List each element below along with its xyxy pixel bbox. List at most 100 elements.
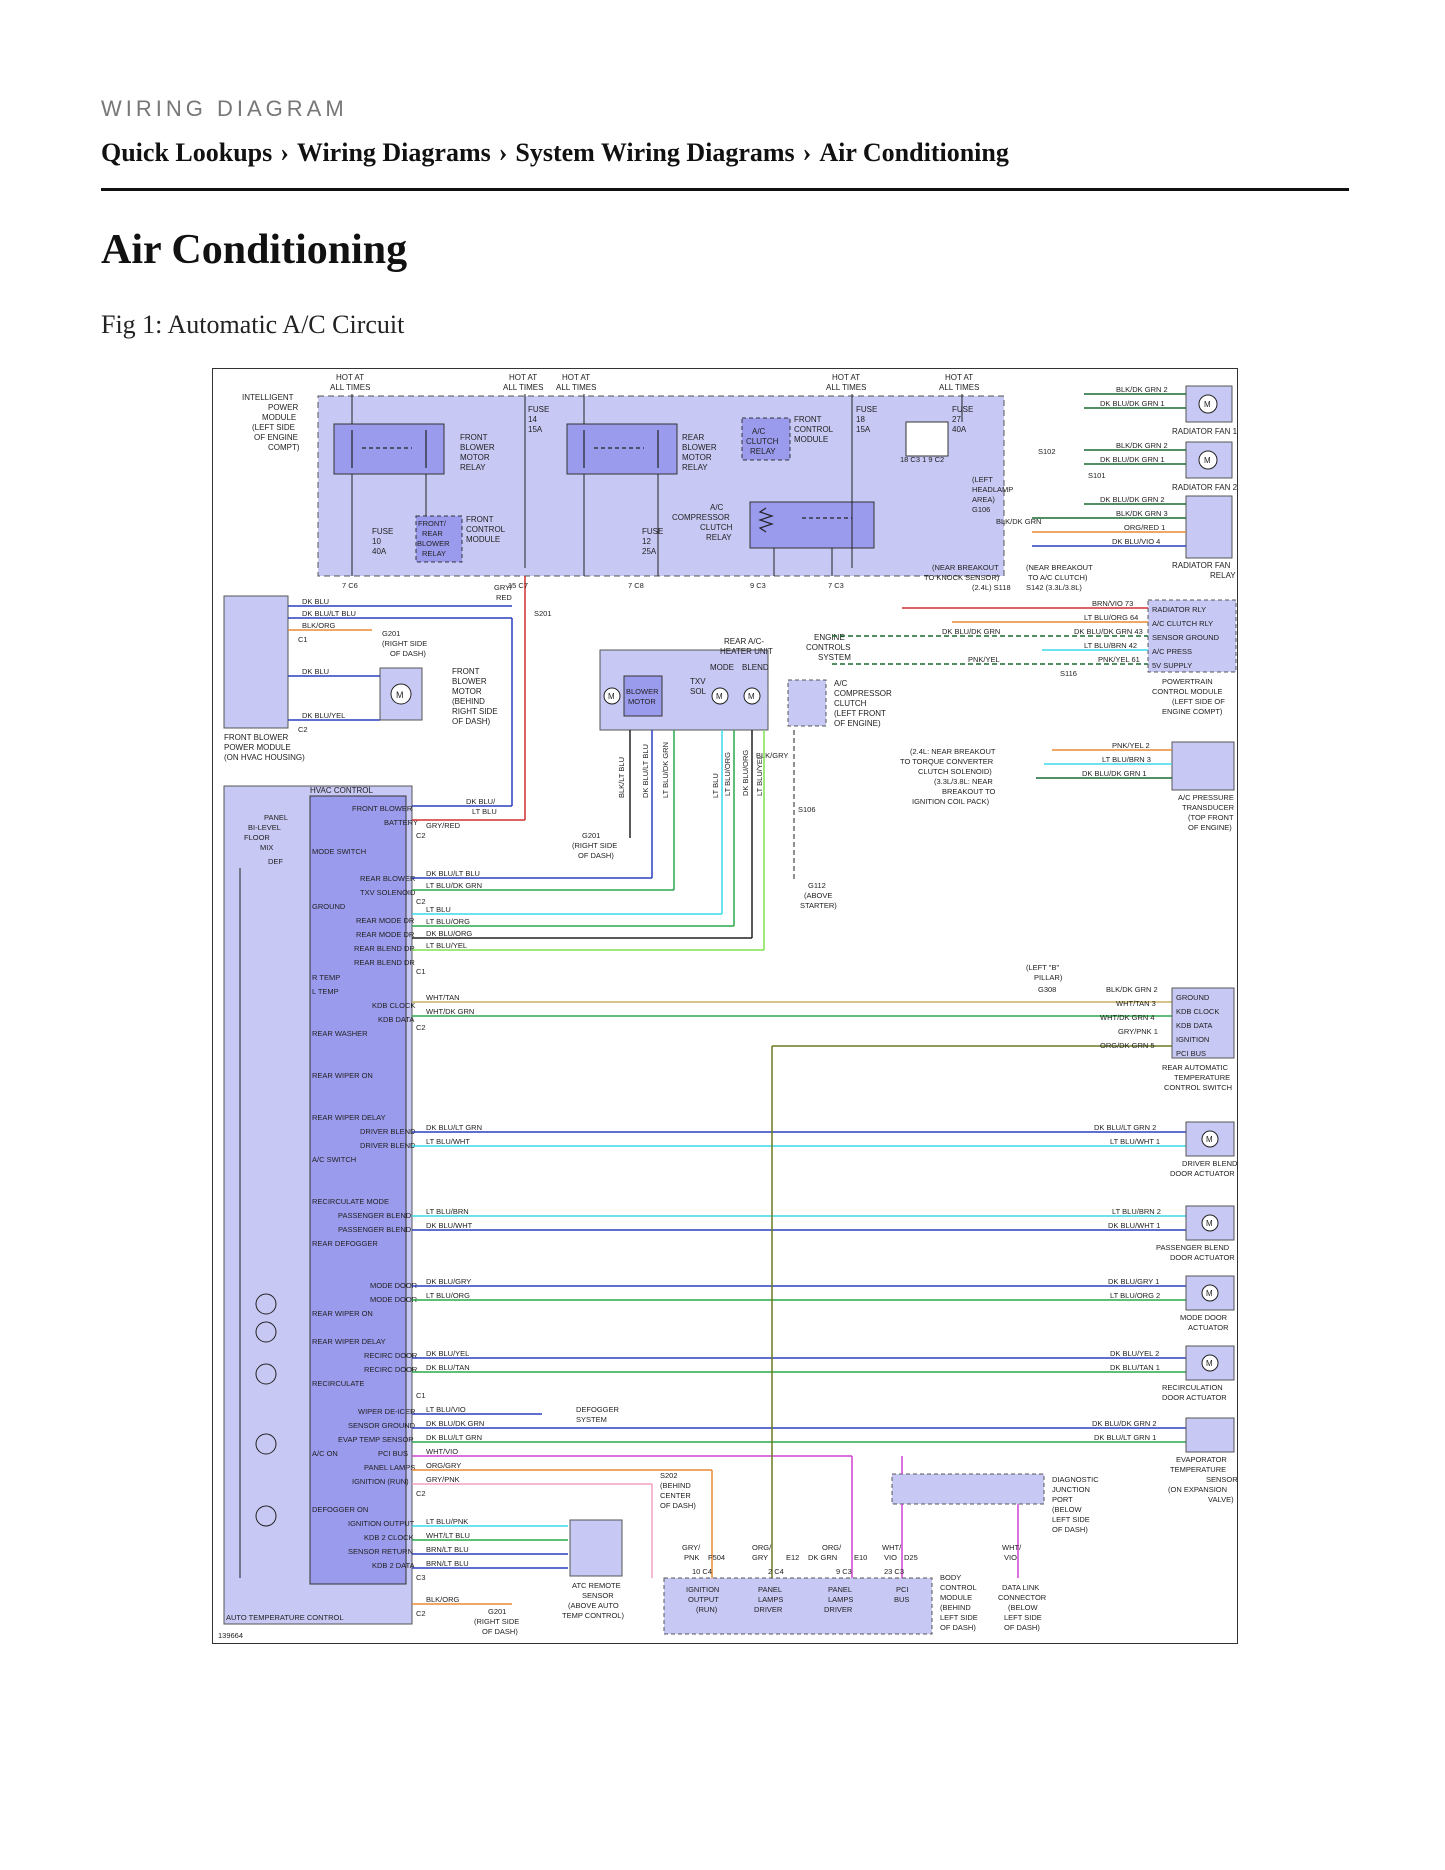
bcm-pins: IGNITION OUTPUT (RUN) PANEL LAMPS DRIVER… xyxy=(686,1585,909,1614)
svg-text:REAR MODE DR: REAR MODE DR xyxy=(356,916,415,925)
svg-text:BLK/DK GRN 3: BLK/DK GRN 3 xyxy=(1116,509,1168,518)
svg-text:C2: C2 xyxy=(298,725,308,734)
svg-text:C2: C2 xyxy=(416,1023,426,1032)
svg-text:LEFT SIDE: LEFT SIDE xyxy=(940,1613,978,1622)
svg-text:MODE SWITCH: MODE SWITCH xyxy=(312,847,366,856)
front-rear-blower-relay xyxy=(415,515,463,563)
svg-text:S116: S116 xyxy=(1060,669,1077,678)
svg-text:(2.4L) S118: (2.4L) S118 xyxy=(972,583,1011,592)
svg-text:CONTROL MODULE: CONTROL MODULE xyxy=(1152,687,1223,696)
svg-text:JUNCTION: JUNCTION xyxy=(1052,1485,1090,1494)
svg-text:(BEHIND: (BEHIND xyxy=(660,1481,691,1490)
svg-text:LT BLU/DK GRN: LT BLU/DK GRN xyxy=(426,881,482,890)
svg-text:DK GRN: DK GRN xyxy=(808,1553,837,1562)
svg-text:REAR: REAR xyxy=(422,529,443,538)
svg-text:A/C PRESS: A/C PRESS xyxy=(1152,647,1192,656)
svg-text:M: M xyxy=(608,692,615,701)
svg-text:PASSENGER BLEND: PASSENGER BLEND xyxy=(338,1211,412,1220)
svg-text:RECIRCULATE MODE: RECIRCULATE MODE xyxy=(312,1197,389,1206)
svg-text:POWER MODULE: POWER MODULE xyxy=(224,743,291,752)
svg-text:REAR AUTOMATIC: REAR AUTOMATIC xyxy=(1162,1063,1229,1072)
svg-text:C1: C1 xyxy=(416,967,426,976)
svg-text:IGNITION: IGNITION xyxy=(686,1585,719,1594)
svg-text:M: M xyxy=(1206,1219,1213,1228)
svg-text:WHT/: WHT/ xyxy=(882,1543,902,1552)
svg-text:WIPER DE-ICER: WIPER DE-ICER xyxy=(358,1407,416,1416)
svg-text:REAR DEFOGGER: REAR DEFOGGER xyxy=(312,1239,378,1248)
svg-text:BLOWER: BLOWER xyxy=(417,539,450,548)
svg-text:FRONT: FRONT xyxy=(452,667,480,676)
svg-text:BLOWER: BLOWER xyxy=(682,443,717,452)
svg-text:RELAY: RELAY xyxy=(1210,571,1236,580)
svg-text:TRANSDUCER: TRANSDUCER xyxy=(1182,803,1235,812)
svg-text:C1: C1 xyxy=(298,635,308,644)
svg-text:FUSE: FUSE xyxy=(952,405,973,414)
svg-text:STARTER): STARTER) xyxy=(800,901,837,910)
svg-text:G308: G308 xyxy=(1038,985,1056,994)
svg-text:SENSOR GROUND: SENSOR GROUND xyxy=(1152,633,1220,642)
svg-text:REAR WIPER DELAY: REAR WIPER DELAY xyxy=(312,1113,386,1122)
svg-text:F504: F504 xyxy=(708,1553,725,1562)
breadcrumb-item-wiring-diagrams[interactable]: Wiring Diagrams xyxy=(296,138,491,167)
svg-text:RADIATOR FAN 1: RADIATOR FAN 1 xyxy=(1172,427,1238,436)
svg-text:A/C: A/C xyxy=(834,679,848,688)
svg-text:BLOWER: BLOWER xyxy=(460,443,495,452)
svg-text:TEMP CONTROL): TEMP CONTROL) xyxy=(562,1611,624,1620)
svg-text:FUSE: FUSE xyxy=(372,527,393,536)
svg-text:SENSOR GROUND: SENSOR GROUND xyxy=(348,1421,416,1430)
svg-text:OF DASH): OF DASH) xyxy=(390,649,426,658)
svg-text:DK BLU/GRY: DK BLU/GRY xyxy=(426,1277,471,1286)
svg-text:LT BLU/ORG: LT BLU/ORG xyxy=(426,917,470,926)
svg-text:RELAY: RELAY xyxy=(422,549,446,558)
breadcrumb-item-quick-lookups[interactable]: Quick Lookups xyxy=(101,138,273,167)
svg-text:REAR MODE DR: REAR MODE DR xyxy=(356,930,415,939)
svg-text:AREA): AREA) xyxy=(972,495,995,504)
svg-text:(LEFT SIDE OF: (LEFT SIDE OF xyxy=(1172,697,1225,706)
svg-text:DRIVER: DRIVER xyxy=(754,1605,783,1614)
svg-text:DK BLU/DK GRN 1: DK BLU/DK GRN 1 xyxy=(1100,399,1165,408)
svg-text:A/C ON: A/C ON xyxy=(312,1449,338,1458)
breadcrumb-separator: › xyxy=(498,138,508,167)
svg-text:PANEL: PANEL xyxy=(264,813,288,822)
svg-text:MODULE: MODULE xyxy=(262,413,296,422)
svg-text:(LEFT "B": (LEFT "B" xyxy=(1026,963,1059,972)
svg-text:(BEHIND: (BEHIND xyxy=(452,697,485,706)
svg-text:(ABOVE AUTO: (ABOVE AUTO xyxy=(568,1601,619,1610)
breadcrumb-item-air-conditioning[interactable]: Air Conditioning xyxy=(819,138,1009,167)
svg-text:OF ENGINE: OF ENGINE xyxy=(254,433,298,442)
svg-text:LT BLU/YEL: LT BLU/YEL xyxy=(755,755,764,796)
breadcrumb-item-system-wiring-diagrams[interactable]: System Wiring Diagrams xyxy=(515,138,795,167)
svg-text:BODY: BODY xyxy=(940,1573,961,1582)
svg-text:7 C3: 7 C3 xyxy=(828,581,844,590)
front-blower-power-module xyxy=(223,595,289,729)
svg-text:ALL TIMES: ALL TIMES xyxy=(503,383,543,392)
svg-text:DOOR ACTUATOR: DOOR ACTUATOR xyxy=(1170,1169,1235,1178)
svg-text:BLK/DK GRN 2: BLK/DK GRN 2 xyxy=(1116,385,1168,394)
svg-text:TO TORQUE CONVERTER: TO TORQUE CONVERTER xyxy=(900,757,994,766)
svg-text:PASSENGER BLEND: PASSENGER BLEND xyxy=(338,1225,412,1234)
svg-text:18: 18 xyxy=(856,415,865,424)
svg-text:CLUTCH: CLUTCH xyxy=(700,523,733,532)
svg-text:RELAY: RELAY xyxy=(750,447,776,456)
svg-text:REAR BLEND DR: REAR BLEND DR xyxy=(354,944,415,953)
svg-text:LT BLU/PNK: LT BLU/PNK xyxy=(426,1517,468,1526)
svg-text:C2: C2 xyxy=(416,831,426,840)
svg-text:OF ENGINE): OF ENGINE) xyxy=(1188,823,1232,832)
svg-text:LT BLU/BRN: LT BLU/BRN xyxy=(426,1207,469,1216)
svg-text:IGNITION (RUN): IGNITION (RUN) xyxy=(352,1477,409,1486)
svg-text:DK BLU/LT GRN 1: DK BLU/LT GRN 1 xyxy=(1094,1433,1156,1442)
svg-text:PILLAR): PILLAR) xyxy=(1034,973,1063,982)
svg-text:GRY/PNK 1: GRY/PNK 1 xyxy=(1118,1027,1158,1036)
svg-text:5V SUPPLY: 5V SUPPLY xyxy=(1152,661,1192,670)
svg-text:CONTROL SWITCH: CONTROL SWITCH xyxy=(1164,1083,1232,1092)
svg-text:BLK/ORG: BLK/ORG xyxy=(302,621,336,630)
svg-text:DK BLU/GRY 1: DK BLU/GRY 1 xyxy=(1108,1277,1159,1286)
svg-text:BLK/LT BLU: BLK/LT BLU xyxy=(617,757,626,798)
svg-text:GRY/RED: GRY/RED xyxy=(426,821,461,830)
svg-text:OF DASH): OF DASH) xyxy=(660,1501,696,1510)
svg-text:DK BLU/VIO 4: DK BLU/VIO 4 xyxy=(1112,537,1160,546)
svg-text:CONNECTOR: CONNECTOR xyxy=(998,1593,1047,1602)
svg-text:(RIGHT SIDE: (RIGHT SIDE xyxy=(382,639,427,648)
svg-text:FRONT BLOWER: FRONT BLOWER xyxy=(352,804,413,813)
svg-text:DK BLU/YEL: DK BLU/YEL xyxy=(426,1349,469,1358)
